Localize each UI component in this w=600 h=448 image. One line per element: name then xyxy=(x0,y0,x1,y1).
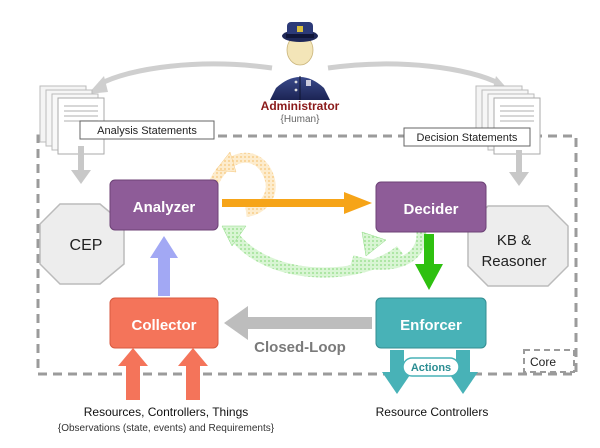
core-boundary xyxy=(36,134,578,376)
decision-statements-label: Decision Statements xyxy=(417,132,518,144)
administrator-subtitle: {Human} xyxy=(281,114,321,125)
analysis-statements-box xyxy=(79,120,215,140)
decider-box: Decider xyxy=(375,181,487,233)
analysis-statements-label: Analysis Statements xyxy=(97,125,197,137)
actions-badge: Actions xyxy=(402,357,460,377)
resource-controllers-label: Resource Controllers xyxy=(376,405,489,419)
admin-to-analysis-arrow xyxy=(98,61,273,87)
core-label-box: Core xyxy=(523,349,575,373)
cep-label: CEP xyxy=(70,237,103,254)
core-label: Core xyxy=(530,355,556,369)
closed-loop-label: Closed-Loop xyxy=(254,339,346,356)
resources-to-collector-arrow-right xyxy=(178,348,208,400)
enforcer-to-controllers-arrow-left xyxy=(382,350,412,394)
analyzer-box: Analyzer xyxy=(109,179,219,231)
analyzer-to-decider-arrow xyxy=(222,192,372,214)
document-stack-icon xyxy=(39,85,105,155)
cep-octagon xyxy=(39,203,125,285)
kb-label-line1: KB & xyxy=(497,232,531,249)
admin-to-decision-arrow xyxy=(327,61,502,87)
enforcer-box: Enforcer xyxy=(375,297,487,349)
decider-label: Decider xyxy=(403,201,458,218)
collector-to-analyzer-arrow xyxy=(150,236,178,296)
actions-label: Actions xyxy=(411,362,451,374)
collector-box: Collector xyxy=(109,297,219,349)
resources-to-collector-arrow-left xyxy=(118,348,148,400)
decision-down-arrow xyxy=(509,150,529,186)
enforcer-label: Enforcer xyxy=(400,317,462,334)
kb-reasoner-octagon xyxy=(467,205,569,287)
collector-label: Collector xyxy=(131,317,196,334)
administrator-title: Administrator xyxy=(261,99,340,113)
policeman-icon xyxy=(270,22,330,100)
resources-subtitle: {Observations (state, events) and Requir… xyxy=(58,423,275,434)
analysis-down-arrow xyxy=(71,146,91,184)
decision-statements-box xyxy=(403,127,531,147)
analyzer-label: Analyzer xyxy=(133,199,196,216)
decider-to-enforcer-arrow xyxy=(415,234,443,290)
closed-loop-arrow xyxy=(224,306,372,340)
enforcer-to-decider-feedback-arrow xyxy=(350,220,427,270)
kb-label-line2: Reasoner xyxy=(481,253,546,270)
resources-title: Resources, Controllers, Things xyxy=(84,405,249,419)
